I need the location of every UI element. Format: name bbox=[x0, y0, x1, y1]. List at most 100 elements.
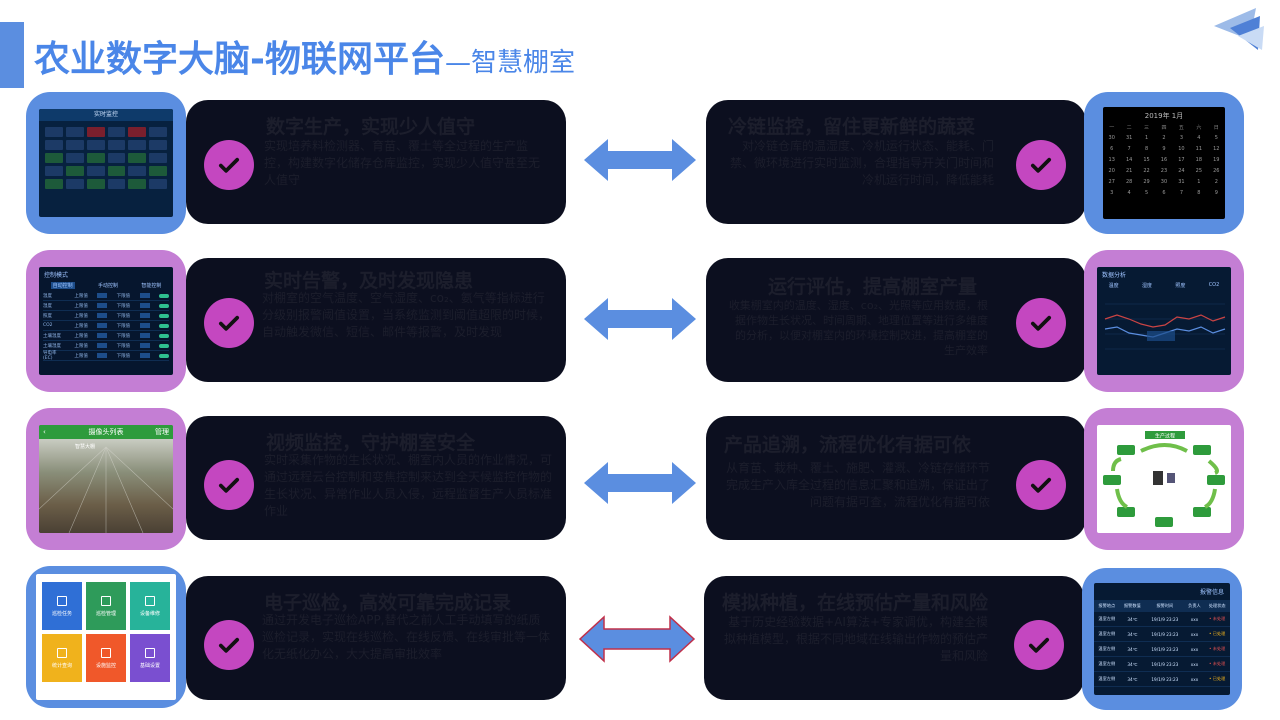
calendar-day[interactable]: 3 bbox=[1179, 135, 1184, 141]
calendar-day[interactable]: 17 bbox=[1178, 157, 1185, 163]
calendar-day[interactable]: 1 bbox=[1197, 179, 1201, 185]
inspection-tile[interactable]: 巡检管理 bbox=[86, 582, 126, 630]
inspection-tile[interactable]: 设施监控 bbox=[86, 634, 126, 682]
alarm-cell: 34℃ bbox=[1119, 671, 1146, 687]
calendar-day[interactable]: 16 bbox=[1160, 157, 1168, 163]
calendar-day[interactable]: 3 bbox=[1110, 190, 1114, 196]
calendar-weekday: 三 bbox=[1144, 125, 1150, 131]
calendar-day[interactable]: 11 bbox=[1195, 146, 1203, 152]
thumb-data-analysis[interactable]: 数据分析 温度 湿度 照度 CO2 bbox=[1084, 250, 1244, 392]
thumb-inspection-app[interactable]: 巡检任务巡检管理设备维修统计查询设施监控基础设置 bbox=[26, 566, 186, 708]
calendar-day[interactable]: 6 bbox=[1110, 146, 1114, 152]
calendar-day[interactable]: 12 bbox=[1213, 146, 1220, 152]
calendar-day[interactable]: 31 bbox=[1125, 135, 1133, 141]
tile-label: 基础设置 bbox=[139, 662, 160, 669]
control-tab: 智能控制 bbox=[141, 283, 162, 289]
toggle-switch[interactable] bbox=[158, 343, 169, 348]
calendar-day[interactable]: 31 bbox=[1178, 179, 1185, 185]
analysis-tab: 照度 bbox=[1175, 283, 1186, 289]
toggle-switch[interactable] bbox=[158, 313, 169, 318]
calendar-day[interactable]: 7 bbox=[1179, 190, 1184, 196]
inspection-tile[interactable]: 基础设置 bbox=[130, 634, 170, 682]
calendar-day[interactable]: 19 bbox=[1213, 157, 1220, 163]
check-icon bbox=[204, 460, 254, 510]
calendar-day[interactable]: 4 bbox=[1197, 135, 1201, 141]
feature-card-operation-evaluation[interactable]: 运行评估，提高棚室产量 收集棚室内的温度、湿度、co₂、光照等应用数据，根据作物… bbox=[706, 258, 1086, 382]
calendar-day[interactable]: 28 bbox=[1125, 179, 1133, 185]
check-icon bbox=[1014, 620, 1064, 670]
thumb-trace-flow[interactable]: 生产过程 bbox=[1084, 408, 1244, 550]
calendar-day[interactable]: 21 bbox=[1125, 168, 1133, 174]
calendar-day[interactable]: 1 bbox=[1144, 135, 1149, 141]
calendar-day[interactable]: 6 bbox=[1162, 190, 1166, 196]
thumb-realtime-monitor[interactable]: 实时监控 bbox=[26, 92, 186, 234]
inspection-tile[interactable]: 设备维修 bbox=[130, 582, 170, 630]
calendar-day[interactable]: 18 bbox=[1195, 157, 1203, 163]
feature-card-digital-production[interactable]: 数字生产，实现少人值守 实现培养料检测器、育苗、覆土等全过程的生产监控，构建数字… bbox=[186, 100, 566, 224]
calendar-weekday: 五 bbox=[1178, 125, 1184, 131]
feature-card-cold-chain[interactable]: 冷链监控，留住更新鲜的蔬菜 对冷链仓库的温湿度、冷机运行状态、能耗、门禁、微环境… bbox=[706, 100, 1086, 224]
alarm-cell: 34℃ bbox=[1119, 612, 1146, 627]
calendar-day[interactable]: 2 bbox=[1214, 179, 1218, 185]
control-tab: 自动控制 bbox=[50, 282, 75, 289]
calendar-day[interactable]: 9 bbox=[1162, 146, 1166, 152]
calendar-day[interactable]: 2 bbox=[1162, 135, 1166, 141]
alarm-cell: 19/1/9 23:23 bbox=[1145, 671, 1185, 687]
calendar-day[interactable]: 26 bbox=[1213, 168, 1220, 174]
calendar-day[interactable]: 8 bbox=[1144, 146, 1149, 152]
calendar-day[interactable]: 20 bbox=[1108, 168, 1115, 174]
toggle-switch[interactable] bbox=[158, 303, 169, 308]
feature-card-video-monitor[interactable]: 视频监控，守护棚室安全 实时采集作物的生长状况、棚室内人员的作业情况，可通过远程… bbox=[186, 416, 566, 540]
control-row: 温度上限值下限值 bbox=[43, 291, 169, 301]
toggle-switch[interactable] bbox=[158, 323, 169, 328]
calendar-day[interactable]: 22 bbox=[1143, 168, 1150, 174]
calendar-day[interactable]: 8 bbox=[1197, 190, 1201, 196]
calendar-day[interactable]: 7 bbox=[1127, 146, 1131, 152]
feature-card-realtime-alarm[interactable]: 实时告警，及时发现隐患 对棚室的空气温度、空气湿度、co₂、氨气等指标进行分级别… bbox=[186, 258, 566, 382]
calendar-day[interactable]: 24 bbox=[1178, 168, 1185, 174]
calendar-day[interactable]: 5 bbox=[1214, 135, 1218, 141]
calendar-day[interactable]: 5 bbox=[1144, 190, 1149, 196]
alarm-cell: 19/1/9 23:23 bbox=[1145, 612, 1185, 627]
calendar-day[interactable]: 15 bbox=[1143, 157, 1150, 163]
thumb-control-mode[interactable]: 控制模式 自动控制 手动控制 智能控制 温度上限值下限值湿度上限值下限值照度上限… bbox=[26, 250, 186, 392]
feature-card-simulated-planting[interactable]: 模拟种植，在线预估产量和风险 基于历史经验数据+AI算法+专家调优，构建全模拟种… bbox=[704, 576, 1084, 700]
calendar-day[interactable]: 25 bbox=[1195, 168, 1203, 174]
calendar-day[interactable]: 30 bbox=[1108, 135, 1115, 141]
alarm-cell: 19/1/9 23:23 bbox=[1145, 641, 1185, 657]
calendar-day[interactable]: 29 bbox=[1143, 179, 1150, 185]
analysis-tab: 温度 bbox=[1108, 283, 1119, 289]
calendar-day[interactable]: 10 bbox=[1178, 146, 1185, 152]
calendar-day[interactable]: 23 bbox=[1160, 168, 1168, 174]
feature-card-product-trace[interactable]: 产品追溯，流程优化有据可依 从育苗、栽种、覆土、施肥、灌溉、冷链存储环节完成生产… bbox=[706, 416, 1086, 540]
back-icon[interactable]: ‹ bbox=[43, 428, 46, 436]
control-row: 土壤湿度上限值下限值 bbox=[43, 341, 169, 351]
toggle-switch[interactable] bbox=[158, 333, 169, 338]
toggle-switch[interactable] bbox=[158, 293, 169, 298]
calendar-day[interactable]: 27 bbox=[1108, 179, 1115, 185]
calendar-day[interactable]: 9 bbox=[1214, 190, 1218, 196]
page-title-main: 农业数字大脑-物联网平台 bbox=[34, 39, 445, 80]
camera-manage-link[interactable]: 管理 bbox=[155, 428, 169, 436]
inspection-tile[interactable]: 统计查询 bbox=[42, 634, 82, 682]
inspection-tile[interactable]: 巡检任务 bbox=[42, 582, 82, 630]
calendar-day[interactable]: 14 bbox=[1125, 157, 1133, 163]
tile-icon bbox=[101, 647, 111, 658]
thumb-camera-list[interactable]: ‹ 摄像头列表 管理 智慧大棚 bbox=[26, 408, 186, 550]
toggle-switch[interactable] bbox=[158, 353, 169, 358]
calendar-day[interactable]: 30 bbox=[1160, 179, 1168, 185]
calendar-day[interactable]: 13 bbox=[1108, 157, 1115, 163]
calendar-day[interactable]: 4 bbox=[1127, 190, 1131, 196]
page-title-sub: —智慧棚室 bbox=[444, 48, 575, 78]
alarm-cell: 19/1/9 23:23 bbox=[1145, 626, 1185, 642]
feature-card-e-inspection[interactable]: 电子巡检，高效可靠完成记录 通过开发电子巡检APP,替代之前人工手动填写的纸质巡… bbox=[186, 576, 566, 700]
